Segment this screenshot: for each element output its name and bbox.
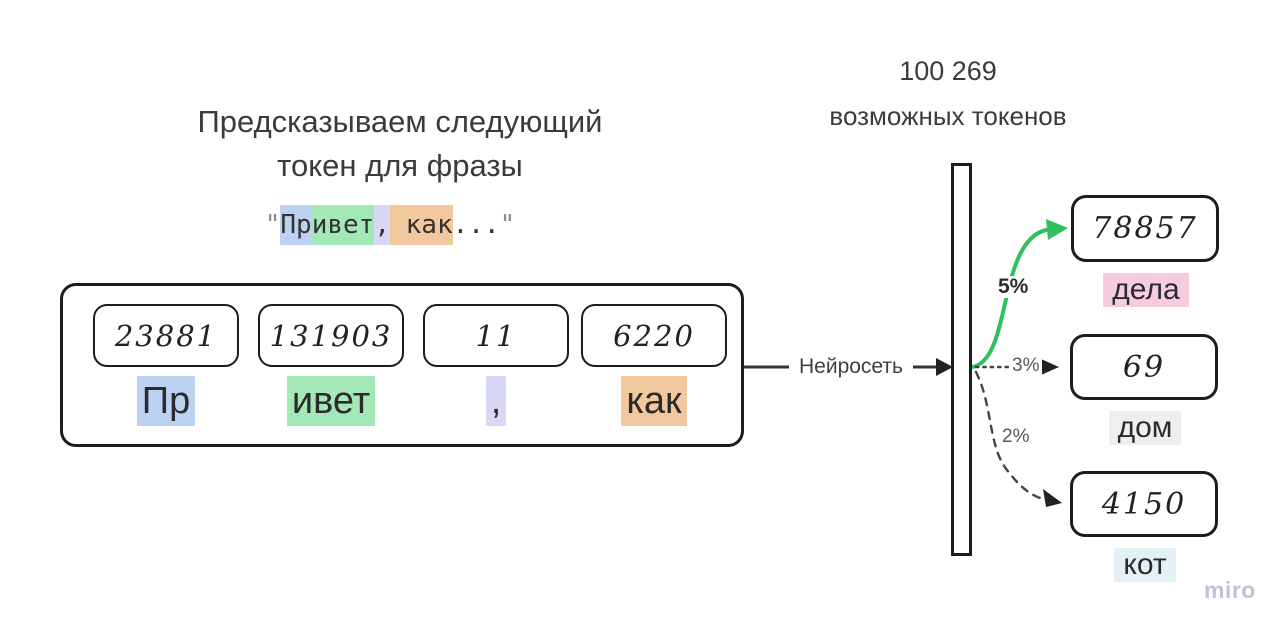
token-id-value: 23881 [114,318,218,353]
vocab-count: 100 269 [899,56,997,86]
prediction-id-value: 78857 [1092,211,1198,246]
phrase-segment-ellipsis: ... [452,210,500,240]
token-text-label: как [621,376,687,426]
green-arrowhead-icon [1046,219,1068,240]
token-id-box: 11 [423,304,569,367]
prediction-id-box: 78857 [1071,195,1219,262]
prediction-arrow-dashed [974,370,1045,501]
close-quote: " [499,210,516,240]
token-id-value: 11 [475,318,517,353]
miro-logo: miro [1204,577,1256,603]
prediction-word-label: дела [1103,273,1189,307]
prediction-arrow-solid-green [970,228,1048,369]
token-group-ivet: 131903 ивет [258,304,404,426]
input-phrase: "Привет, как..." [140,205,640,245]
token-id-value: 131903 [269,318,393,353]
token-group-pr: 23881 Пр [93,304,239,426]
prediction-id-box: 69 [1070,334,1218,400]
token-id-box: 23881 [93,304,239,367]
vocab-bar [951,163,972,556]
prediction-group-dela: 78857 дела [1071,195,1221,307]
phrase-segment-kak: как [390,205,453,245]
network-label: Нейросеть [789,352,913,382]
dashed-arrowhead-icon [1043,489,1062,507]
prediction-id-box: 4150 [1070,471,1218,537]
network-arrowhead-icon [936,358,953,376]
phrase-segment-comma: , [374,205,390,245]
title-line-1: Предсказываем следующий [197,104,603,139]
tokens-container-box: 23881 Пр 131903 ивет 11 , 6220 как [60,283,744,447]
title-line-2: токен для фразы [277,148,523,183]
probability-label-5: 5% [995,276,1032,298]
diagram-title: Предсказываем следующий токен для фразы [100,100,700,188]
prediction-id-value: 69 [1122,349,1166,385]
prediction-group-dom: 69 дом [1070,334,1220,445]
prediction-word-label: дом [1108,411,1182,445]
probability-label-2: 2% [999,426,1033,448]
prediction-group-kot: 4150 кот [1070,471,1220,582]
token-group-kak: 6220 как [581,304,727,426]
dotted-arrowhead-icon [1041,359,1059,375]
phrase-segment-ivet: ивет [311,205,375,245]
prediction-id-value: 4150 [1101,486,1187,522]
probability-label-3: 3% [1009,355,1043,377]
token-id-value: 6220 [613,318,695,353]
token-group-comma: 11 , [423,304,569,426]
prediction-word-label: кот [1114,548,1176,582]
token-text-label: ивет [286,376,376,426]
phrase-segment-pr: Пр [280,205,312,245]
open-quote: " [264,210,281,240]
vocab-caption: возможных токенов [829,101,1067,131]
token-id-box: 131903 [258,304,404,367]
token-text-label: Пр [136,376,196,426]
token-id-box: 6220 [581,304,727,367]
token-text-label: , [485,376,507,426]
